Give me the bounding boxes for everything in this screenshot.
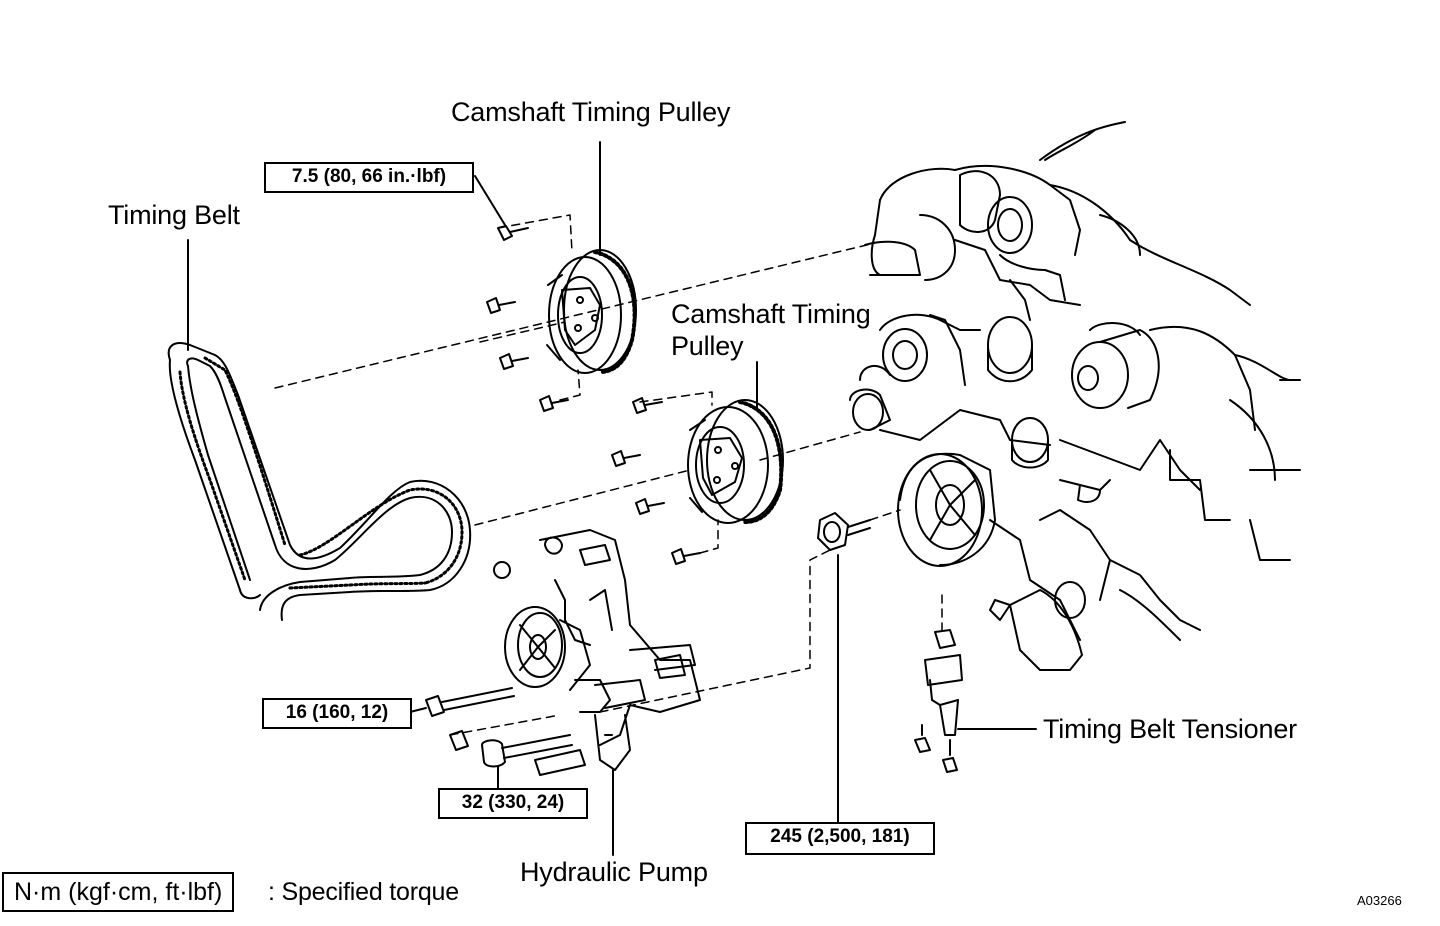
torque-crank-bolt-box: 245 (2,500, 181): [745, 822, 935, 855]
engine-block-drawing: [849, 121, 1301, 671]
bolts-drawing: [425, 225, 958, 776]
top-camshaft-pulley-drawing: [546, 249, 637, 374]
timing-belt-tensioner-drawing: [924, 654, 963, 736]
timing-belt-tensioner-label: Timing Belt Tensioner: [1043, 714, 1297, 744]
torque-cam-bolt-box: 7.5 (80, 66 in.·lbf): [264, 162, 474, 193]
camshaft-timing-pulley-top-label: Camshaft Timing Pulley: [451, 97, 731, 127]
middle-camshaft-pulley-drawing: [687, 399, 784, 524]
torque-pump-bolt-box: 32 (330, 24): [438, 788, 588, 819]
leader-lines: [187, 141, 1037, 856]
timing-belt-label: Timing Belt: [108, 200, 240, 230]
specified-torque-legend-text: : Specified torque: [268, 878, 459, 906]
camshaft-timing-pulley-mid-label: Camshaft Timing Pulley: [671, 299, 871, 361]
torque-pump-long-bolt-box: 16 (160, 12): [262, 698, 412, 729]
timing-belt-drawing: [167, 342, 472, 621]
hydraulic-pump-drawing: [504, 529, 701, 771]
hydraulic-pump-label: Hydraulic Pump: [520, 857, 708, 887]
figure-code: A03266: [1357, 893, 1402, 908]
alignment-lines: [274, 214, 943, 736]
torque-unit-legend-box: N·m (kgf·cm, ft·lbf): [2, 872, 235, 912]
